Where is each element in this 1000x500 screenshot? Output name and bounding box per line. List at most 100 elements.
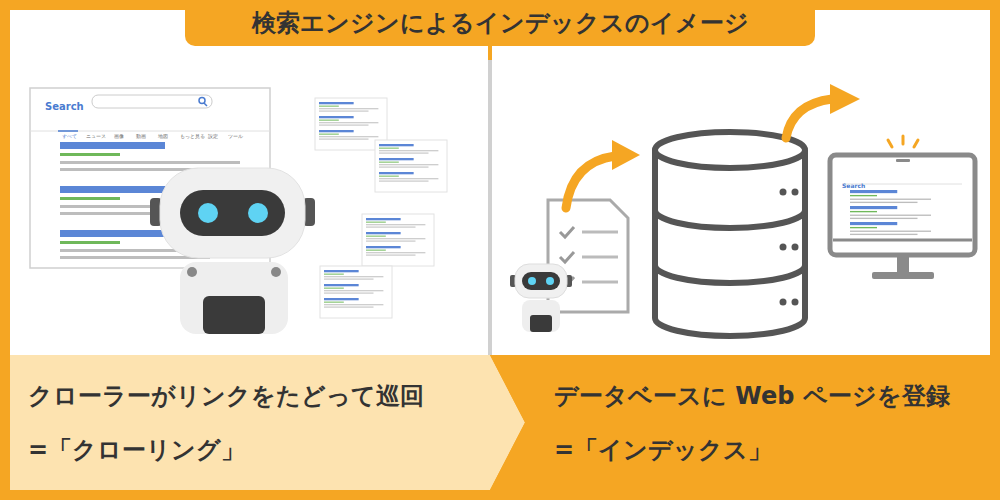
search-icon [199,98,205,104]
result-line [850,234,918,235]
result-line [379,180,429,182]
menu-rule [30,131,270,132]
robot-eye [528,277,536,285]
result-title [324,270,359,272]
result-line [319,138,369,140]
flow-arrow [566,156,615,208]
band-fill [490,355,990,490]
result-url [366,249,386,251]
result-title [366,246,401,248]
monitor-camera [896,159,910,162]
search-logo: Search [45,95,84,114]
label-text: Search [45,101,84,112]
check-mark [560,252,574,262]
robot-eye [198,203,218,223]
label-text: Search [842,182,865,189]
sparkle [902,136,905,144]
step-band: クローラーがリンクをたどって巡回=「クローリング」 [10,355,525,490]
menu-item: 設定 [208,123,218,142]
database-icon [655,132,805,336]
result-url [324,301,344,303]
result-line [850,199,931,200]
result-line [60,161,240,164]
result-url [379,161,399,163]
result-line [379,152,429,154]
menu-tab [58,130,78,132]
result-card [362,214,434,266]
robot-joint [187,267,197,277]
result-line [850,202,918,203]
database-band [655,210,805,228]
robot-panel [530,315,552,332]
card-frame [375,140,447,192]
result-title [60,186,165,193]
menu-item: 地図 [158,123,168,142]
result-title [379,172,414,174]
band-shape [490,355,990,490]
result-line [366,224,425,226]
menu-item: ツール [228,123,243,142]
result-title [850,190,897,193]
result-line [319,108,378,110]
result-title [319,130,354,132]
result-title [324,298,359,300]
robot-visor [522,272,560,290]
small-robot [510,264,572,332]
panel-divider [488,60,492,355]
result-title [850,206,897,209]
result-title [366,232,401,234]
result-card [320,266,392,318]
crawler-robot [150,168,315,334]
result-url [366,221,386,223]
database-dot [780,244,787,251]
result-title [379,144,414,146]
result-card [375,140,447,192]
robot-panel [203,296,265,334]
result-line [319,136,378,138]
result-line [850,215,931,216]
robot-eye [546,277,554,285]
menu-item: 画像 [114,123,124,142]
result-line [324,290,383,292]
database-dot [792,189,799,196]
step-description: データベースに Web ページを登録 [554,381,990,411]
result-line [324,306,374,308]
card-frame [320,266,392,318]
result-line [366,252,425,254]
check-mark [560,227,574,237]
search-icon [204,103,207,106]
result-line [324,276,383,278]
result-line [379,164,438,166]
result-url [850,227,877,228]
card-frame [362,214,434,266]
result-line [850,218,918,219]
result-url [60,197,120,200]
result-title [850,222,897,225]
result-line [319,122,378,124]
result-url [366,235,386,237]
result-line [366,238,425,240]
result-url [319,105,339,107]
document-line [582,231,618,234]
result-title [60,230,165,237]
result-url [60,241,120,244]
robot-head [160,168,305,258]
menu-item: すべて [62,123,77,142]
right-panel [492,10,990,355]
band-shape [10,355,525,490]
result-line [366,240,416,242]
result-line [850,231,931,232]
label-text: 画像 [114,133,124,139]
result-url [850,211,877,212]
monitor-base [872,272,934,279]
result-title [319,116,354,118]
robot-body [180,262,288,334]
monitor-icon [830,136,975,279]
label-text: ニュース [86,133,106,139]
result-line [366,254,416,256]
robot-joint [271,267,281,277]
result-line [379,178,438,180]
title-tab: 検索エンジンによるインデックスのイメージ [185,0,815,46]
result-line [366,226,416,228]
title-text: 検索エンジンによるインデックスのイメージ [252,7,749,39]
